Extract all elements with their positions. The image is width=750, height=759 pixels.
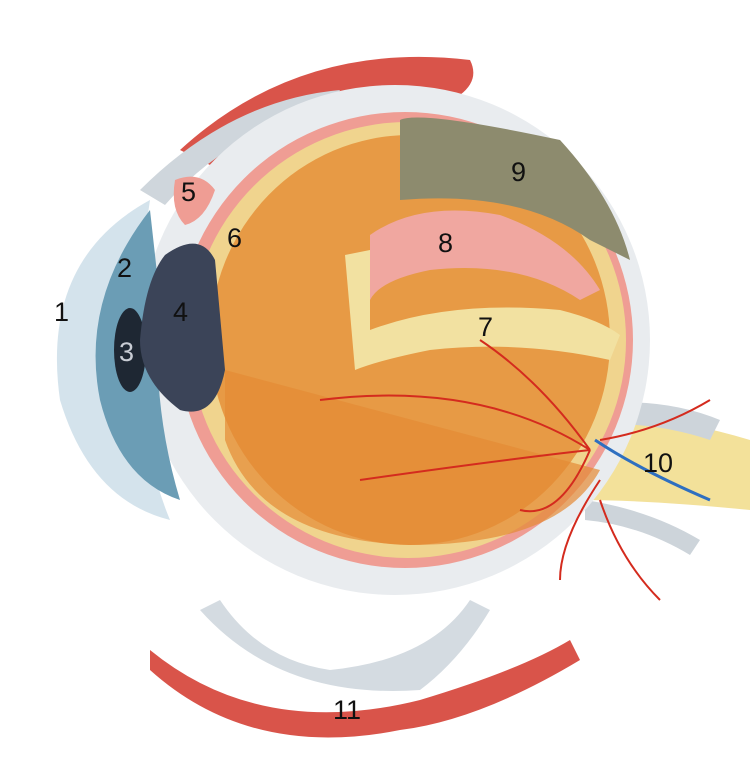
- superior-muscle: [180, 56, 474, 165]
- label-7: 7: [478, 312, 494, 342]
- retinal-vessels: [319, 339, 711, 601]
- label-5: 5: [181, 177, 197, 207]
- pupil: [114, 308, 146, 392]
- label-11: 11: [333, 695, 362, 725]
- cutaway-7-retina: [345, 250, 620, 370]
- label-1: 1: [54, 297, 70, 327]
- vitreous-lower-shade: [225, 370, 600, 545]
- label-2: 2: [117, 253, 133, 283]
- label-8: 8: [438, 228, 454, 258]
- label-6: 6: [227, 223, 243, 253]
- ciliary-body: [173, 176, 215, 225]
- label-10: 10: [643, 448, 674, 478]
- central-vein: [594, 438, 711, 502]
- cutaway-8-choroid: [370, 210, 600, 300]
- label-3: 3: [119, 337, 135, 367]
- label-4: 4: [173, 297, 189, 327]
- inferior-tendon: [200, 600, 490, 691]
- inferior-muscle: [150, 640, 580, 738]
- optic-nerve-sheath: [580, 402, 720, 555]
- label-9: 9: [511, 157, 527, 187]
- lens: [140, 243, 225, 412]
- cutaway-9-sclera: [400, 117, 630, 260]
